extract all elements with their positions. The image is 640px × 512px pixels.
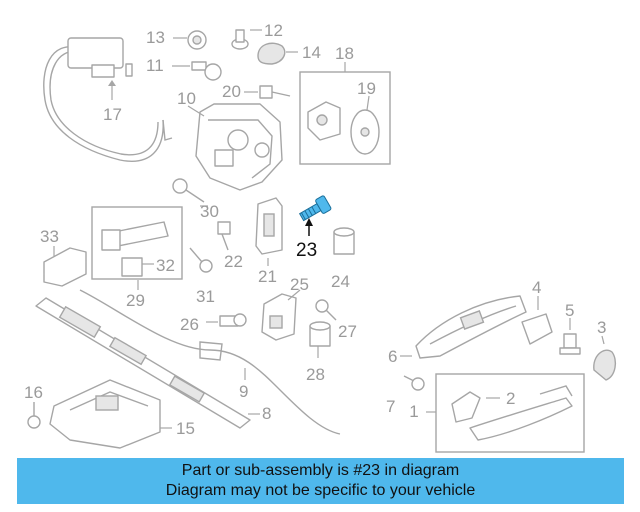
callout-28: 28 [306, 365, 325, 384]
callout-30: 30 [200, 202, 219, 221]
part-5-screw [559, 318, 581, 355]
part-27-screw [315, 299, 337, 321]
banner-line-1: Part or sub-assembly is #23 in diagram [181, 462, 460, 479]
part-4-cover [521, 296, 553, 345]
callout-11: 11 [146, 56, 164, 75]
callout-12: 12 [264, 21, 283, 40]
parts-diagram: 1 2 3 4 5 6 7 8 9 10 11 12 13 14 15 16 1… [24, 21, 617, 453]
banner-line-2: Diagram may not be specific to your vehi… [165, 482, 476, 499]
part-8-rod [35, 297, 260, 429]
callout-33: 33 [40, 227, 59, 246]
part-22-screw [217, 221, 231, 251]
part-3-cap [593, 335, 617, 381]
part-18-box [299, 62, 391, 165]
callout-24: 24 [331, 272, 350, 291]
part-24-bushing [333, 227, 355, 255]
callout-18: 18 [335, 44, 354, 63]
part-7-screw [403, 375, 425, 391]
callout-3: 3 [597, 318, 606, 337]
callout-27: 27 [338, 322, 357, 341]
callout-2: 2 [506, 389, 515, 408]
part-23-bolt [298, 195, 332, 236]
part-26-screw [206, 313, 247, 327]
part-9-cable [79, 289, 341, 435]
callout-23: 23 [296, 240, 317, 261]
callout-15: 15 [176, 419, 195, 438]
part-28-bushing [309, 321, 331, 358]
part-13-grommet [173, 30, 207, 50]
callout-29: 29 [126, 291, 145, 310]
callout-7: 7 [386, 397, 395, 416]
callout-labels: 1 2 3 4 5 6 7 8 9 10 11 12 13 14 15 16 1… [24, 21, 606, 438]
part-14-cap [257, 42, 298, 65]
part-11-screw [172, 61, 222, 81]
callout-31: 31 [196, 287, 215, 306]
callout-6: 6 [388, 347, 397, 366]
callout-5: 5 [565, 301, 574, 320]
part-10-latch [162, 103, 283, 191]
callout-16: 16 [24, 383, 43, 402]
callout-4: 4 [532, 278, 541, 297]
part-30-screw [172, 178, 208, 207]
callout-9: 9 [239, 382, 248, 401]
part-25-bracket [261, 289, 301, 341]
part-6-handle-base [400, 295, 527, 359]
part-1-box [426, 373, 585, 453]
callout-13: 13 [146, 28, 165, 47]
part-12-bolt [231, 29, 262, 50]
part-29-box [91, 206, 183, 290]
callout-10: 10 [177, 89, 196, 108]
callout-8: 8 [262, 404, 271, 423]
part-16-screw [27, 402, 41, 429]
part-20-screw [244, 85, 291, 99]
callout-22: 22 [224, 252, 243, 271]
callout-1: 1 [409, 402, 418, 421]
part-17-cable [43, 37, 164, 162]
callout-14: 14 [302, 43, 321, 62]
callout-21: 21 [258, 267, 277, 286]
callout-19: 19 [357, 79, 376, 98]
part-21-striker [255, 197, 283, 266]
callout-25: 25 [290, 275, 309, 294]
part-31-screw [189, 247, 213, 273]
callout-32: 32 [156, 256, 175, 275]
callout-20: 20 [222, 82, 241, 101]
part-15-bracket [49, 379, 172, 449]
callout-17: 17 [103, 105, 122, 124]
info-banner: Part or sub-assembly is #23 in diagram D… [17, 458, 624, 504]
part-33-bracket [43, 246, 87, 287]
callout-26: 26 [180, 315, 199, 334]
